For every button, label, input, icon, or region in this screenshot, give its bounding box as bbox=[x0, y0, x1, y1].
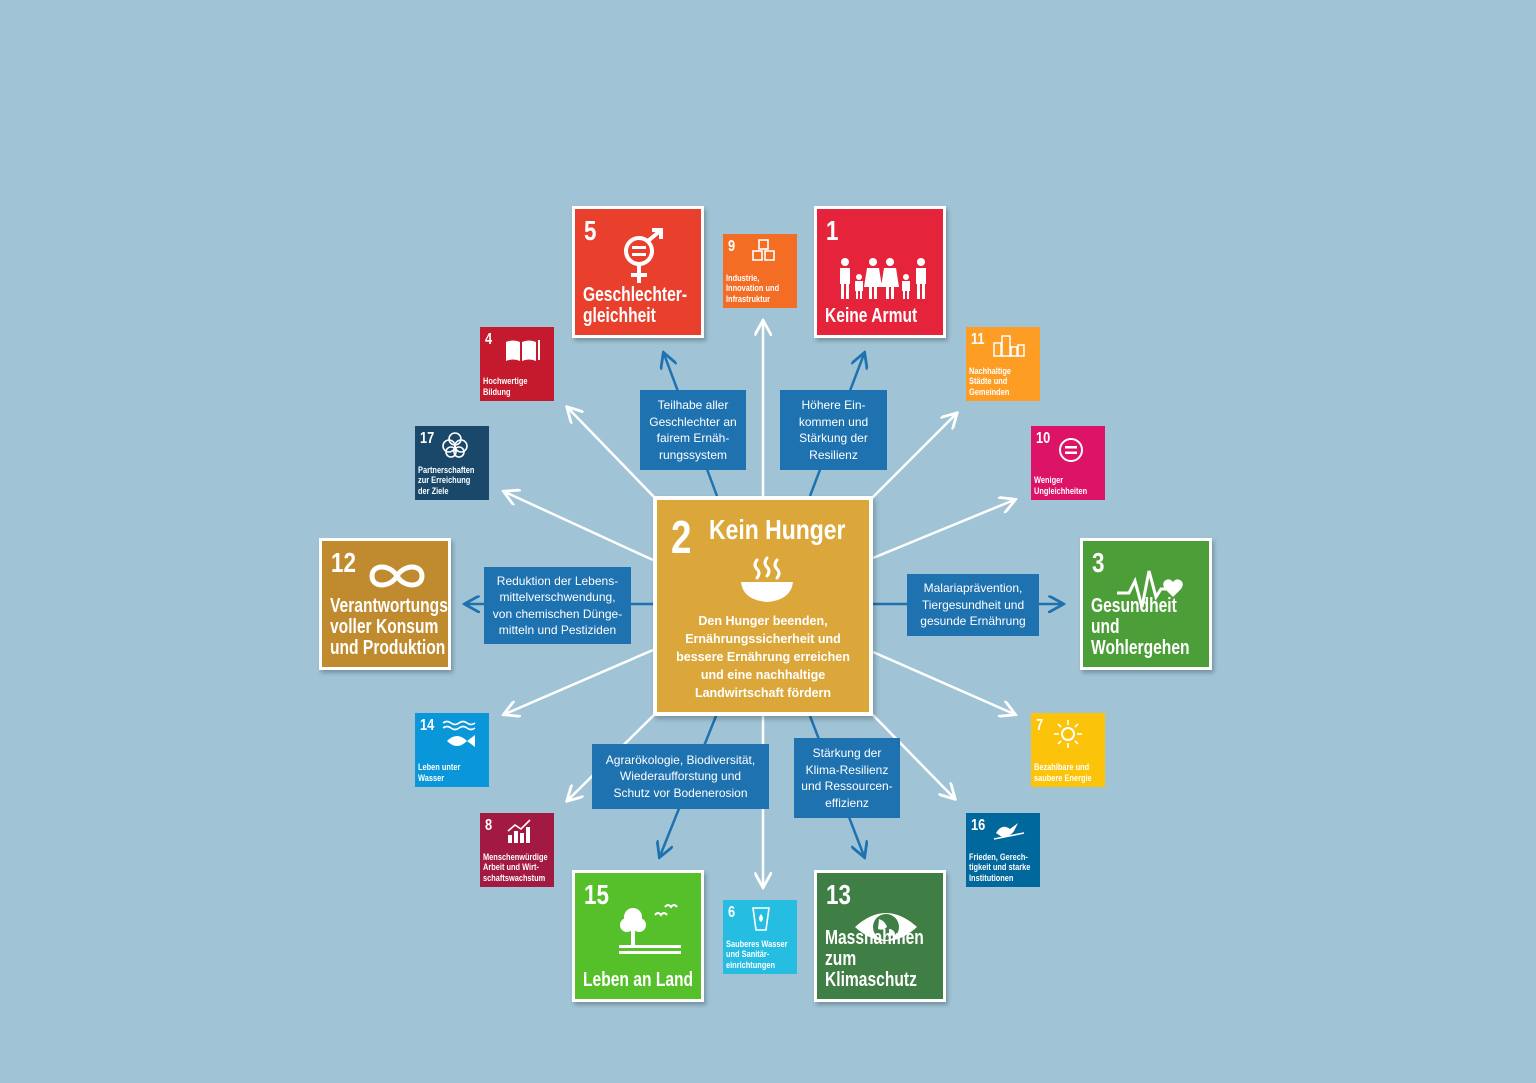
goal-number: 13 bbox=[826, 879, 851, 910]
connector-box-health: Malariaprävention, Tiergesundheit und ge… bbox=[907, 574, 1039, 636]
connector-box-waste: Reduktion der Lebens- mittelverschwendun… bbox=[484, 567, 631, 644]
arrow-to-goal-11 bbox=[871, 414, 956, 499]
goal-tile-11: 11 Nachhaltige Städte und Gemeinden bbox=[966, 327, 1040, 401]
goal-label: Verantwortungs- voller Konsum und Produk… bbox=[330, 595, 451, 659]
goal-number: 14 bbox=[420, 717, 435, 734]
goal-tile-13: 13 Massnahmen zum Klimaschutz bbox=[814, 870, 946, 1002]
family-icon bbox=[840, 258, 926, 299]
connector-box-gender: Teilhabe aller Geschlechter an fairem Er… bbox=[640, 390, 746, 470]
connector-box-agro: Agrarökologie, Biodiversität, Wiederauff… bbox=[592, 744, 769, 809]
goal-label: Sauberes Wasser und Sanitär- einrichtung… bbox=[726, 938, 788, 971]
goal-number: 8 bbox=[485, 817, 493, 834]
goal-label: Massnahmen zum Klimaschutz bbox=[825, 927, 924, 991]
equality-icon bbox=[1059, 438, 1083, 462]
goal-number: 1 bbox=[826, 215, 839, 246]
goal-number: 15 bbox=[584, 879, 609, 910]
food-bowl-icon bbox=[741, 556, 793, 602]
goal-label: Nachhaltige Städte und Gemeinden bbox=[969, 365, 1012, 398]
goal-tile-7: 7 Bezahlbare und saubere Energie bbox=[1031, 713, 1105, 787]
goal-tile-6: 6 Sauberes Wasser und Sanitär- einrichtu… bbox=[723, 900, 797, 974]
water-glass-icon bbox=[752, 907, 770, 931]
heartbeat-icon bbox=[1117, 570, 1183, 608]
goal-tile-10: 10 Weniger Ungleichheiten bbox=[1031, 426, 1105, 500]
eye-globe-icon bbox=[855, 913, 917, 941]
goal-tile-17: 17 Partnerschaften zur Erreichung der Zi… bbox=[415, 426, 489, 500]
goal-tile-1: 1 Keine Armut bbox=[814, 206, 946, 338]
tree-birds-icon bbox=[619, 904, 681, 954]
goal-tile-16: 16 Frieden, Gerech- tigkeit und starke I… bbox=[966, 813, 1040, 887]
goal-tile-14: 14 Leben unter Wasser bbox=[415, 713, 489, 787]
goal-label: Leben an Land bbox=[583, 969, 694, 991]
goal-number: 4 bbox=[485, 331, 493, 348]
goal-number: 17 bbox=[420, 430, 435, 447]
sun-icon bbox=[1054, 720, 1082, 748]
arrow-to-goal-7 bbox=[872, 650, 1014, 714]
connector-box-income: Höhere Ein- kommen und Stärkung der Resi… bbox=[780, 390, 887, 470]
goal-label: Industrie, Innovation und Infrastruktur bbox=[726, 272, 780, 305]
growth-chart-icon bbox=[507, 819, 531, 843]
city-icon bbox=[993, 335, 1025, 357]
goal-tile-8: 8 Menschenwürdige Arbeit und Wirt- schaf… bbox=[480, 813, 554, 887]
goal-tile-5: 5 Geschlechter- gleichheit bbox=[572, 206, 704, 338]
gender-equality-icon bbox=[624, 228, 663, 283]
goal-number: 16 bbox=[971, 817, 986, 834]
goal-tile-12: 12 Verantwortungs- voller Konsum und Pro… bbox=[319, 538, 451, 670]
infinity-icon bbox=[369, 564, 425, 588]
goal-label: Weniger Ungleichheiten bbox=[1034, 475, 1088, 497]
goal-tile-3: 3 Gesundheit und Wohlergehen bbox=[1080, 538, 1212, 670]
arrow-to-goal-10 bbox=[872, 500, 1014, 560]
goal-number: 7 bbox=[1036, 717, 1044, 734]
arrow-to-goal-4 bbox=[568, 408, 656, 499]
cubes-icon bbox=[752, 239, 775, 261]
center-number: 2 bbox=[671, 511, 692, 563]
goal-label: Geschlechter- gleichheit bbox=[583, 284, 688, 327]
connector-box-climate: Stärkung der Klima-Resilienz und Ressour… bbox=[794, 738, 900, 818]
center-title: Kein Hunger bbox=[709, 514, 846, 545]
fish-icon bbox=[442, 720, 476, 747]
goal-label: Leben unter Wasser bbox=[418, 762, 461, 784]
goal-label: Partnerschaften zur Erreichung der Ziele bbox=[418, 464, 475, 497]
partnership-flower-icon bbox=[442, 432, 468, 458]
book-icon bbox=[506, 340, 540, 361]
goal-label: Hochwertige Bildung bbox=[483, 376, 528, 398]
arrow-to-goal-16 bbox=[871, 713, 954, 798]
goal-label: Menschenwürdige Arbeit und Wirt- schafts… bbox=[483, 851, 548, 884]
goal-label: Bezahlbare und saubere Energie bbox=[1034, 762, 1092, 784]
center-goal-2-kein-hunger: 2 Kein Hunger Den Hunger beenden, Ernähr… bbox=[653, 496, 873, 716]
goal-label: Frieden, Gerech- tigkeit und starke Inst… bbox=[969, 851, 1031, 884]
goal-number: 11 bbox=[971, 331, 985, 348]
goal-number: 5 bbox=[584, 215, 597, 246]
goal-number: 10 bbox=[1036, 430, 1051, 447]
goal-tile-4: 4 Hochwertige Bildung bbox=[480, 327, 554, 401]
goal-label: Keine Armut bbox=[825, 305, 918, 327]
dove-icon bbox=[993, 823, 1025, 840]
center-description: Den Hunger beenden, Ernährungssicherheit… bbox=[676, 614, 850, 700]
goal-number: 9 bbox=[728, 238, 736, 255]
arrow-to-goal-14 bbox=[505, 648, 654, 714]
goal-number: 6 bbox=[728, 904, 736, 921]
goal-tile-15: 15 Leben an Land bbox=[572, 870, 704, 1002]
goal-number: 3 bbox=[1092, 547, 1105, 578]
arrow-to-goal-17 bbox=[505, 492, 654, 562]
goal-tile-9: 9 Industrie, Innovation und Infrastruktu… bbox=[723, 234, 797, 308]
goal-number: 12 bbox=[331, 547, 356, 578]
goal-label: Gesundheit und Wohlergehen bbox=[1091, 595, 1190, 659]
